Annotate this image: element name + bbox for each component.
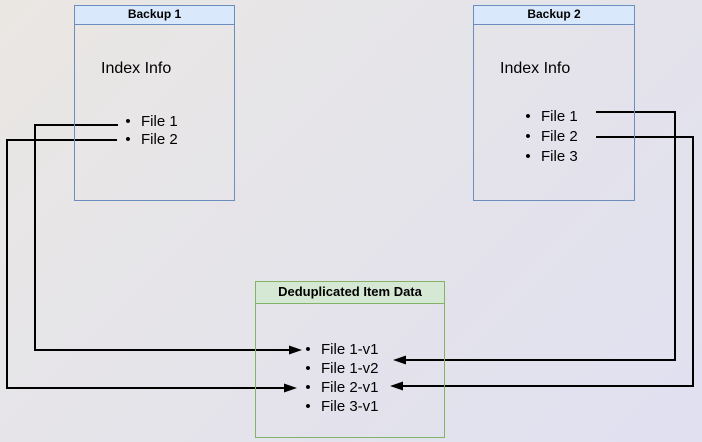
list-item: • File 3-v1: [301, 397, 379, 416]
list-item: • File 3: [521, 146, 578, 166]
dedup-file3-v1-label: File 3-v1: [321, 398, 379, 415]
bullet-icon: •: [525, 127, 531, 145]
backup1-file-list: • File 1 • File 2: [121, 112, 178, 148]
list-item: • File 1-v1: [301, 340, 379, 359]
bullet-icon: •: [525, 147, 531, 165]
list-item: • File 2: [121, 130, 178, 148]
backup2-file1-label: File 1: [541, 107, 578, 125]
backup2-index-info-label: Index Info: [500, 60, 571, 77]
backup2-box: Backup 2 Index Info • File 1 • File 2 • …: [473, 5, 635, 201]
bullet-icon: •: [305, 398, 311, 415]
dedup-title: Deduplicated Item Data: [256, 282, 444, 304]
backup1-title: Backup 1: [75, 6, 234, 25]
bullet-icon: •: [305, 360, 311, 377]
backup1-file2-label: File 2: [141, 130, 178, 148]
backup1-box: Backup 1 Index Info • File 1 • File 2: [74, 5, 235, 201]
deduplicated-item-data-box: Deduplicated Item Data • File 1-v1 • Fil…: [255, 281, 445, 438]
backup2-file-list: • File 1 • File 2 • File 3: [521, 106, 578, 166]
backup1-index-info-label: Index Info: [101, 60, 172, 77]
bullet-icon: •: [125, 130, 131, 148]
list-item: • File 1: [121, 112, 178, 130]
dedup-file1-v2-label: File 1-v2: [321, 360, 379, 377]
bullet-icon: •: [305, 379, 311, 396]
list-item: • File 1-v2: [301, 359, 379, 378]
backup2-file2-label: File 2: [541, 127, 578, 145]
bullet-icon: •: [125, 112, 131, 130]
list-item: • File 2-v1: [301, 378, 379, 397]
backup2-file3-label: File 3: [541, 147, 578, 165]
backup1-file1-label: File 1: [141, 112, 178, 130]
dedup-file1-v1-label: File 1-v1: [321, 341, 379, 358]
dedup-file2-v1-label: File 2-v1: [321, 379, 379, 396]
dedup-item-list: • File 1-v1 • File 1-v2 • File 2-v1 • Fi…: [301, 340, 379, 416]
list-item: • File 1: [521, 106, 578, 126]
bullet-icon: •: [525, 107, 531, 125]
list-item: • File 2: [521, 126, 578, 146]
backup2-title: Backup 2: [474, 6, 634, 25]
bullet-icon: •: [305, 341, 311, 358]
